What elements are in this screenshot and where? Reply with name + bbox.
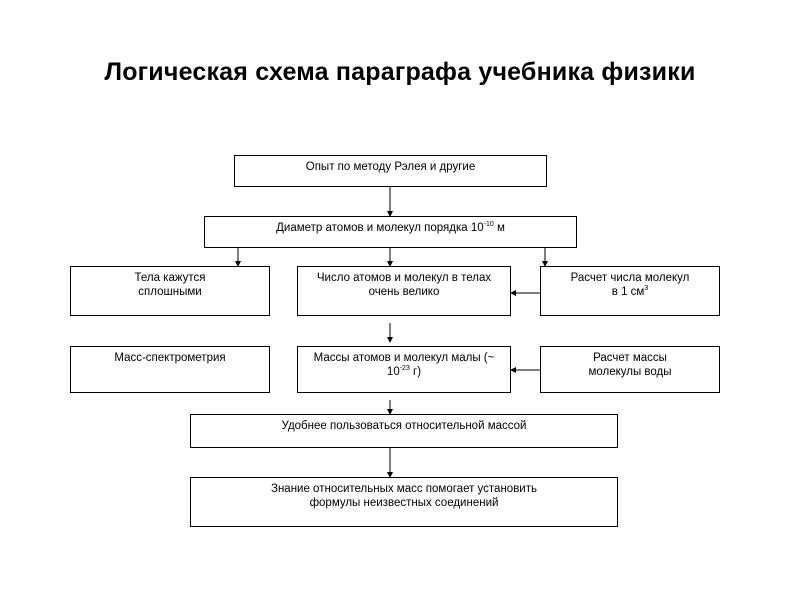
box-relative-text: Удобнее пользоваться относительной массо…	[281, 420, 527, 432]
box-mass-spec-text: Масс-спектрометрия	[114, 352, 226, 364]
box-masses-line1: Массы атомов и молекул малы (~	[313, 352, 495, 364]
box-diameter: Диаметр атомов и молекул порядка 10-10 м	[204, 216, 577, 248]
box-relative-mass: Удобнее пользоваться относительной массо…	[190, 414, 618, 448]
box-masses-small: Массы атомов и молекул малы (~ 10-23 г)	[297, 346, 511, 393]
box-solid-line1: Тела кажутся	[134, 272, 206, 284]
box-water-mass: Расчет массы молекулы воды	[540, 346, 720, 393]
box-count-line1: Расчет числа молекул	[570, 272, 690, 284]
box-formulas-line1: Знание относительных масс помогает устан…	[271, 483, 537, 495]
page-title: Логическая схема параграфа учебника физи…	[104, 58, 696, 86]
box-number-line2: очень велико	[368, 286, 440, 298]
box-water-line2: молекулы воды	[588, 366, 672, 378]
box-count-line2: в 1 см3	[611, 285, 649, 298]
box-rayleigh-experiment: Опыт по методу Рэлея и другие	[234, 155, 547, 187]
box-formulas-line2: формулы неизвестных соединений	[309, 497, 499, 509]
box-diameter-text: Диаметр атомов и молекул порядка 10-10 м	[276, 221, 505, 234]
box-water-line1: Расчет массы	[593, 352, 667, 364]
box-rayleigh-text: Опыт по методу Рэлея и другие	[305, 161, 476, 173]
box-bodies-solid: Тела кажутся сплошными	[70, 266, 270, 316]
box-solid-line2: сплошными	[138, 286, 202, 298]
box-molecule-count: Расчет числа молекул в 1 см3	[540, 266, 720, 316]
box-formulas: Знание относительных масс помогает устан…	[190, 477, 618, 527]
box-number-large: Число атомов и молекул в телах очень вел…	[297, 266, 511, 316]
box-mass-spectrometry: Масс-спектрометрия	[70, 346, 270, 393]
box-masses-line2: 10-23 г)	[386, 365, 422, 378]
box-number-line1: Число атомов и молекул в телах	[316, 272, 492, 284]
